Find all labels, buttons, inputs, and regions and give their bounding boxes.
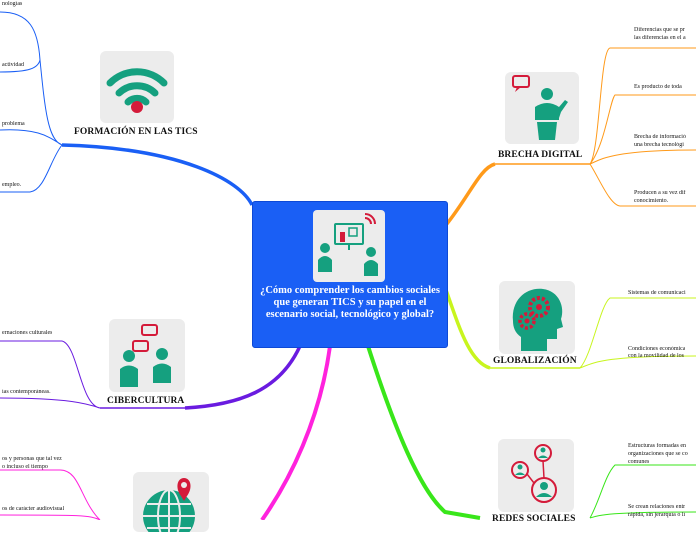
formacion-leaf-3[interactable]: problema bbox=[2, 121, 25, 127]
globe-icon-tile bbox=[133, 472, 209, 537]
connector-redes bbox=[366, 345, 481, 520]
connector-globe-leaves bbox=[0, 469, 101, 520]
speaker-podium-icon bbox=[512, 75, 568, 140]
head-gears-icon bbox=[512, 288, 563, 351]
redes-leaf-4[interactable]: Se crean relaciones entr bbox=[628, 504, 686, 510]
redes-icon-tile bbox=[498, 439, 574, 512]
presentation-people-icon bbox=[318, 213, 378, 276]
brecha-leaf-1[interactable]: Diferencias que se pr bbox=[634, 27, 685, 33]
brecha-leaf-7[interactable]: conocimiento. bbox=[634, 198, 669, 204]
mindmap-connectors bbox=[0, 11, 696, 520]
brecha-icon-tile bbox=[505, 72, 579, 144]
globalizacion-leaf-1[interactable]: Sistemas de comunicaci bbox=[628, 290, 686, 296]
connector-globalizacion bbox=[444, 289, 491, 370]
formacion-leaf-4[interactable]: empleo. bbox=[2, 182, 22, 188]
central-topic[interactable]: ¿Cómo comprender los cambios sociales qu… bbox=[252, 201, 448, 348]
brecha-leaf-5[interactable]: una brecha tecnológi bbox=[634, 142, 684, 148]
cibercultura-leaf-1[interactable]: ernaciones culturales bbox=[2, 330, 53, 336]
redes-leaf-1[interactable]: Estructuras formadas en bbox=[628, 443, 686, 449]
brecha-leaf-2[interactable]: las diferencias en el a bbox=[634, 35, 686, 41]
redes-leaf-2[interactable]: organizaciones que se co bbox=[628, 451, 688, 457]
cibercultura-leaf-2[interactable]: ías contemporáneas. bbox=[2, 389, 51, 395]
cibercultura-icon-tile bbox=[109, 319, 185, 392]
brecha-leaf-4[interactable]: Brecha de informació bbox=[634, 134, 686, 140]
chat-people-icon bbox=[120, 324, 171, 387]
brecha-leaf-6[interactable]: Producen a su vez dif bbox=[634, 190, 686, 196]
globalizacion-leaf-3[interactable]: con la movilidad de los bbox=[628, 353, 684, 359]
formacion-icon-tile bbox=[100, 51, 174, 123]
connector-cibercultura-leaves bbox=[0, 340, 101, 409]
connector-globalizacion-leaves bbox=[579, 297, 696, 369]
cibercultura-label[interactable]: CIBERCULTURA bbox=[107, 396, 185, 406]
connector-globe bbox=[260, 345, 332, 520]
formacion-leaf-1[interactable]: nologías bbox=[2, 1, 23, 7]
network-people-icon bbox=[511, 444, 557, 503]
globe-leaf-2[interactable]: o incluso el tiempo bbox=[2, 464, 48, 470]
globe-leaf-1[interactable]: os y personas que tal vez bbox=[2, 456, 62, 462]
formacion-label[interactable]: FORMACIÓN EN LAS TICS bbox=[74, 127, 198, 137]
brecha-label[interactable]: BRECHA DIGITAL bbox=[498, 150, 583, 160]
globalizacion-label[interactable]: GLOBALIZACIÓN bbox=[493, 356, 577, 366]
connector-brecha-leaves bbox=[589, 47, 696, 207]
brecha-leaf-3[interactable]: Es producto de toda bbox=[634, 84, 682, 90]
globe-pin-icon bbox=[143, 478, 195, 537]
globe-leaf-3[interactable]: os de carácter audiovisual bbox=[2, 506, 65, 512]
globalizacion-icon-tile bbox=[499, 281, 575, 354]
central-title: ¿Cómo comprender los cambios sociales qu… bbox=[260, 285, 440, 320]
connector-formacion bbox=[61, 143, 254, 206]
redes-leaf-3[interactable]: comunes bbox=[628, 459, 650, 465]
connector-redes-leaves bbox=[589, 464, 696, 519]
redes-leaf-5[interactable]: rápida, sin jerarquía o lí bbox=[628, 512, 686, 518]
globalizacion-leaf-2[interactable]: Condiciones económica bbox=[628, 346, 686, 352]
connector-cibercultura bbox=[184, 345, 302, 410]
formacion-leaf-2[interactable]: actividad bbox=[2, 62, 24, 68]
connector-formacion-leaves bbox=[0, 11, 63, 193]
central-icon-tile bbox=[313, 210, 385, 282]
wifi-icon bbox=[106, 68, 168, 113]
redes-label[interactable]: REDES SOCIALES bbox=[492, 514, 576, 524]
connector-brecha bbox=[444, 162, 496, 227]
